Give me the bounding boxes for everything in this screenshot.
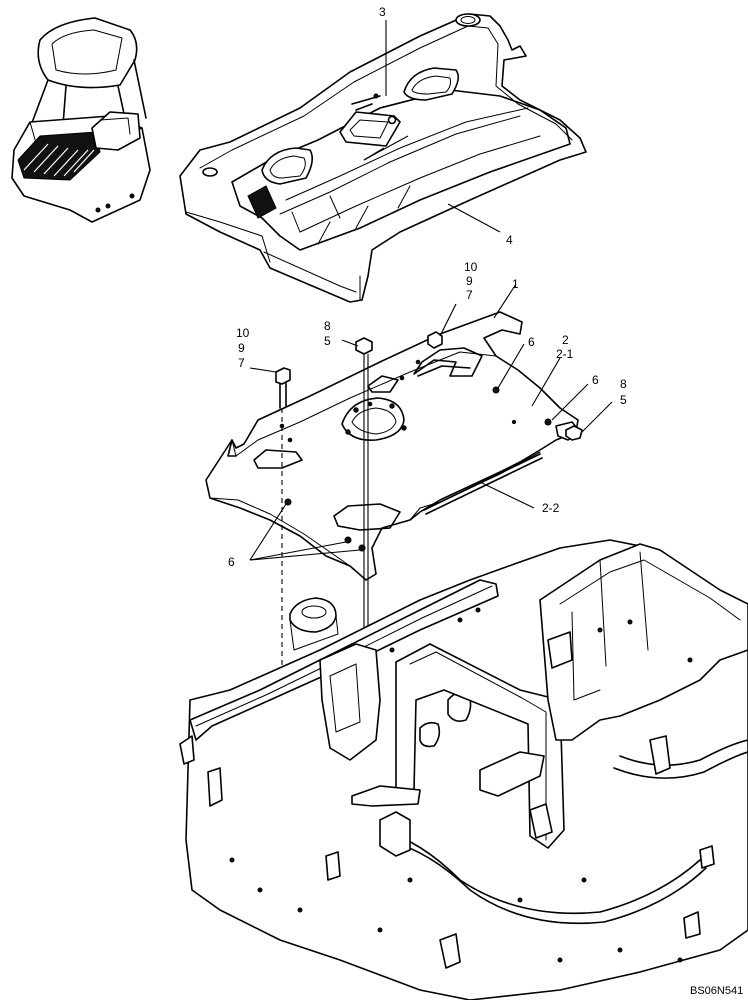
- callout-5-right: 5: [620, 393, 627, 407]
- callout-10-left: 10: [236, 326, 250, 340]
- callout-9-top: 9: [466, 274, 473, 288]
- callout-5-left: 5: [324, 334, 331, 348]
- floor-plate-assembly: [205, 311, 581, 581]
- figure-code: BS06N541: [690, 985, 743, 997]
- callout-labels: 3 4 10 9 7 1 8 5 10 9 7 2 2-1 6 6 8 5 2-…: [228, 5, 627, 569]
- floor-plate-highlight: [17, 131, 101, 181]
- callout-4: 4: [506, 233, 513, 247]
- leader-lines: [249, 20, 613, 561]
- callout-2-2: 2-2: [542, 501, 560, 515]
- callout-6-bottom: 6: [228, 555, 235, 569]
- callout-10-top: 10: [464, 260, 478, 274]
- callout-9-left: 9: [238, 341, 245, 355]
- fasteners: [275, 331, 583, 441]
- callout-6-top: 6: [528, 335, 535, 349]
- floor-mat-assembly: [179, 13, 587, 303]
- callout-8-right: 8: [620, 377, 627, 391]
- callout-2-1: 2-1: [556, 347, 574, 361]
- callout-1: 1: [512, 277, 519, 291]
- callout-7-top: 7: [466, 288, 473, 302]
- machine-thumbnail: [11, 17, 151, 223]
- callout-7-left: 7: [238, 356, 245, 370]
- callout-6-right: 6: [592, 373, 599, 387]
- callout-2: 2: [562, 333, 569, 347]
- upper-frame: [179, 539, 748, 1000]
- callout-8-left: 8: [324, 319, 331, 333]
- callout-3: 3: [379, 5, 386, 19]
